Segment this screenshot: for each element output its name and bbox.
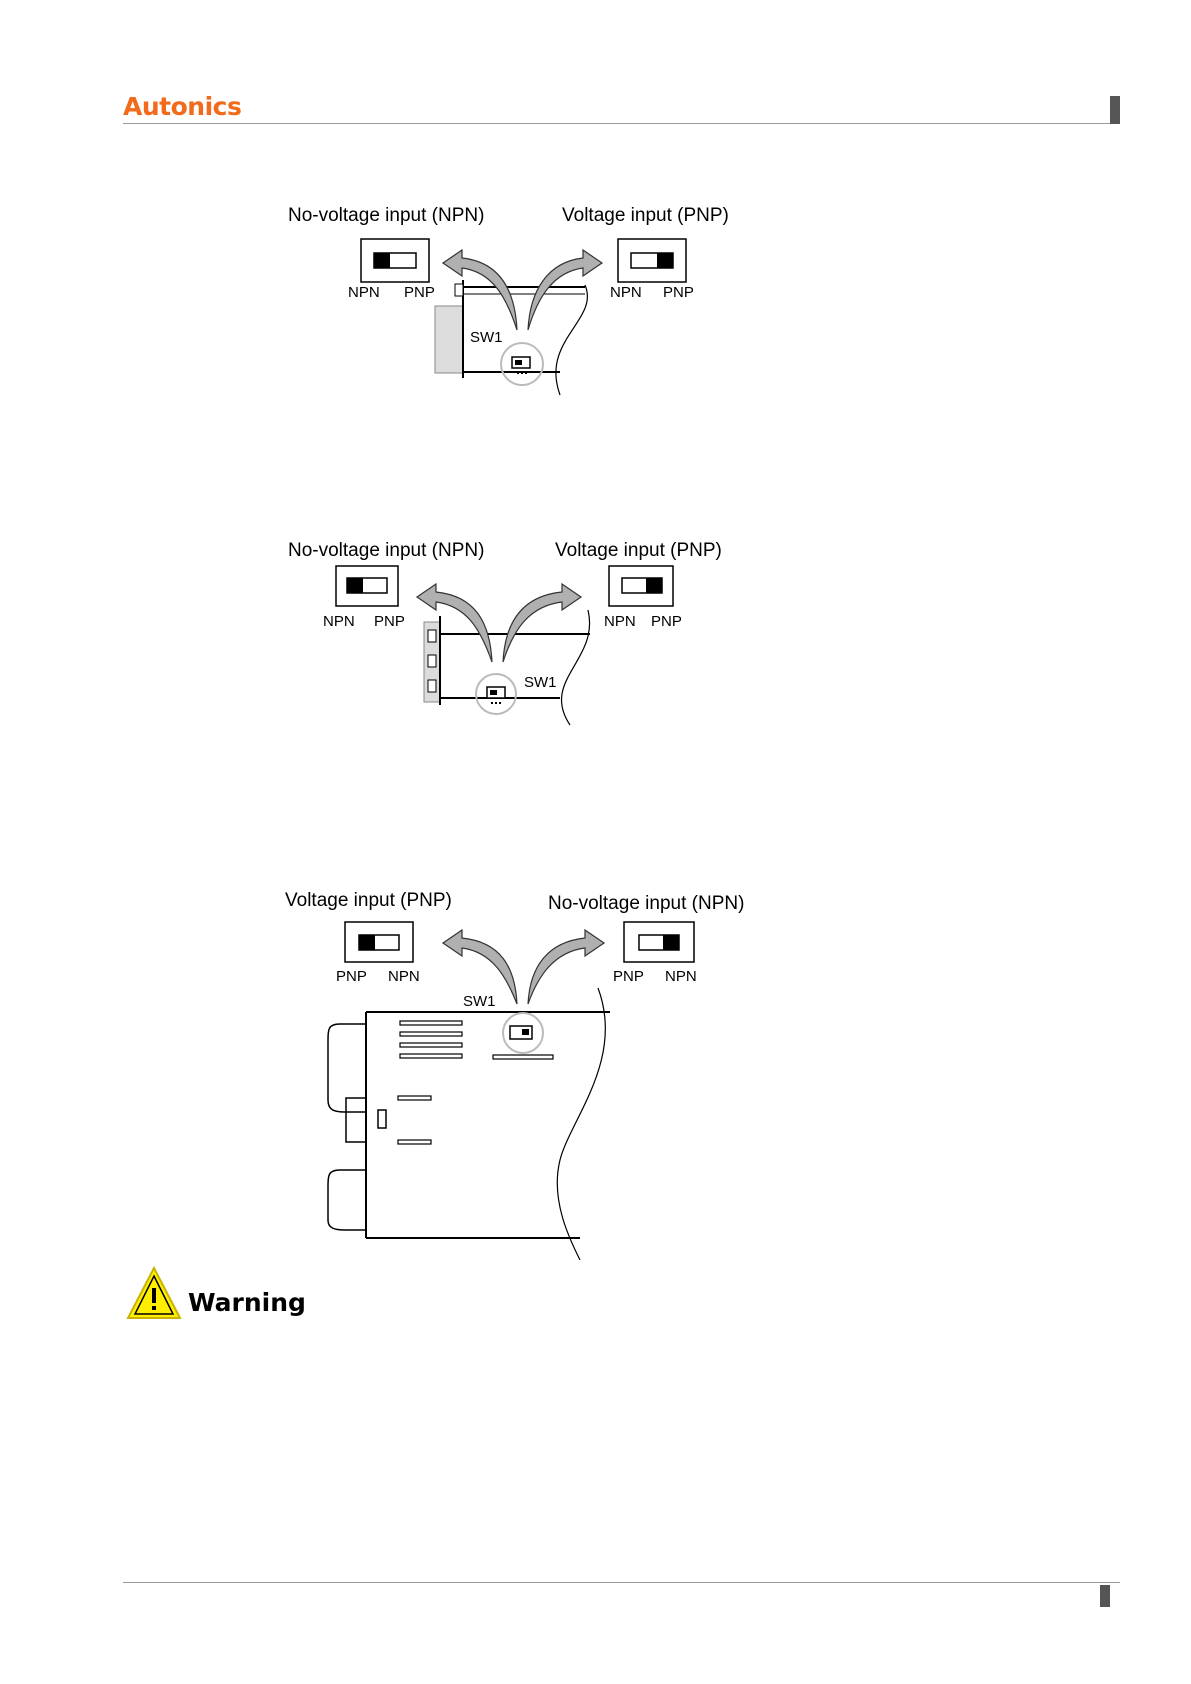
footer-page-marker <box>1100 1585 1110 1607</box>
figure-3-left-caption: Voltage input (PNP) <box>285 890 452 912</box>
figure-3-right-label-a: PNP <box>613 968 644 985</box>
figure-3-right-label-b: NPN <box>665 968 697 985</box>
footer-divider <box>123 1582 1120 1583</box>
warning-banner <box>126 1266 182 1325</box>
figure-3-left-label-a: PNP <box>336 968 367 985</box>
figure-3-left-label-b: NPN <box>388 968 420 985</box>
warning-triangle-icon <box>126 1266 182 1320</box>
figure-3-right-caption: No-voltage input (NPN) <box>548 893 744 915</box>
warning-label: Warning <box>188 1288 306 1317</box>
figure-3-sw1-label: SW1 <box>463 993 496 1010</box>
